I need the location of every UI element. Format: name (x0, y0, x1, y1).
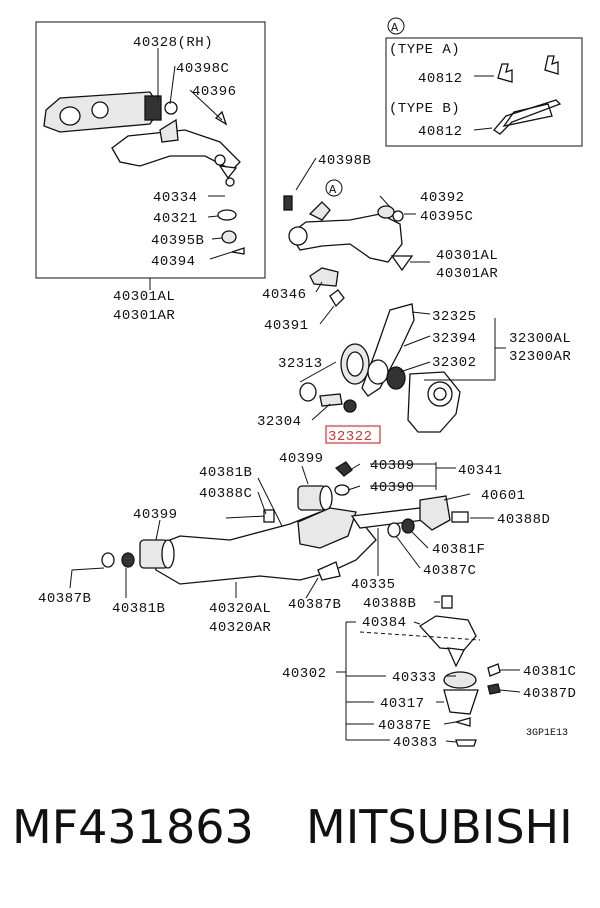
label-40399-left: 40399 (133, 507, 178, 523)
label-40394: 40394 (151, 254, 196, 270)
label-type-b: (TYPE B) (389, 101, 460, 117)
label-40388b: 40388B (363, 596, 416, 612)
ball-joint-assembly (359, 595, 501, 747)
label-40388d: 40388D (497, 512, 550, 528)
part-number: MF431863 (12, 800, 254, 854)
label-40399-top: 40399 (279, 451, 324, 467)
label-40388c: 40388C (199, 486, 252, 502)
label-40392: 40392 (420, 190, 465, 206)
label-40301ar: 40301AR (436, 266, 498, 282)
label-32304: 32304 (257, 414, 302, 430)
label-40341: 40341 (458, 463, 503, 479)
label-40381c: 40381C (523, 664, 576, 680)
lower-control-arm (101, 461, 469, 585)
label-40333: 40333 (392, 670, 437, 686)
label-32302: 32302 (432, 355, 477, 371)
label-32325: 32325 (432, 309, 477, 325)
label-40301al: 40301AL (436, 248, 498, 264)
label-40381f: 40381F (432, 542, 485, 558)
label-32313: 32313 (278, 356, 323, 372)
label-40812-b: 40812 (418, 124, 463, 140)
label-40387d: 40387D (523, 686, 576, 702)
label-40328rh: 40328(RH) (133, 35, 213, 51)
label-32300ar: 32300AR (509, 349, 571, 365)
label-32322-highlighted: 32322 (328, 429, 373, 445)
label-40301al-inset: 40301AL (113, 289, 175, 305)
highlighted-part-frame (325, 425, 381, 444)
brand-name: MITSUBISHI (306, 800, 573, 854)
label-40395c: 40395C (420, 209, 473, 225)
label-40317: 40317 (380, 696, 425, 712)
upper-arm-assembly-inset (43, 91, 245, 255)
label-40384: 40384 (362, 615, 407, 631)
label-32394: 32394 (432, 331, 477, 347)
label-40381b-top: 40381B (199, 465, 252, 481)
footer: MF431863 MITSUBISHI (0, 800, 600, 880)
label-40301ar-inset: 40301AR (113, 308, 175, 324)
label-40812-a: 40812 (418, 71, 463, 87)
label-40320ar: 40320AR (209, 620, 271, 636)
label-40321: 40321 (153, 211, 198, 227)
label-40387b-mid: 40387B (288, 597, 341, 613)
label-40302: 40302 (282, 666, 327, 682)
label-40334: 40334 (153, 190, 198, 206)
label-40391: 40391 (264, 318, 309, 334)
diagram-code: 3GP1E13 (526, 728, 568, 739)
label-40335: 40335 (351, 577, 396, 593)
clip-type-a-icon (497, 55, 559, 83)
label-40390: 40390 (370, 480, 415, 496)
type-a-marker: A (391, 21, 399, 35)
label-40387e: 40387E (378, 718, 431, 734)
label-40398c: 40398C (176, 61, 229, 77)
label-40383: 40383 (393, 735, 438, 751)
label-40389: 40389 (370, 458, 415, 474)
label-40387b-left: 40387B (38, 591, 91, 607)
label-40395b: 40395B (151, 233, 204, 249)
label-40601: 40601 (481, 488, 526, 504)
label-40387c: 40387C (423, 563, 476, 579)
type-ab-box (385, 37, 583, 147)
knuckle-assembly (299, 303, 461, 433)
callout-a: A (329, 183, 337, 197)
clip-type-b-icon (493, 99, 562, 135)
label-type-a: (TYPE A) (389, 42, 460, 58)
label-40346: 40346 (262, 287, 307, 303)
upper-control-arm-main (283, 179, 414, 308)
label-40320al: 40320AL (209, 601, 271, 617)
label-32300al: 32300AL (509, 331, 571, 347)
label-40396: 40396 (192, 84, 237, 100)
label-40381b-bottom: 40381B (112, 601, 165, 617)
label-40398b: 40398B (318, 153, 371, 169)
exploded-parts-diagram: 40328(RH) 40398C 40396 40334 40321 40395… (35, 17, 583, 751)
